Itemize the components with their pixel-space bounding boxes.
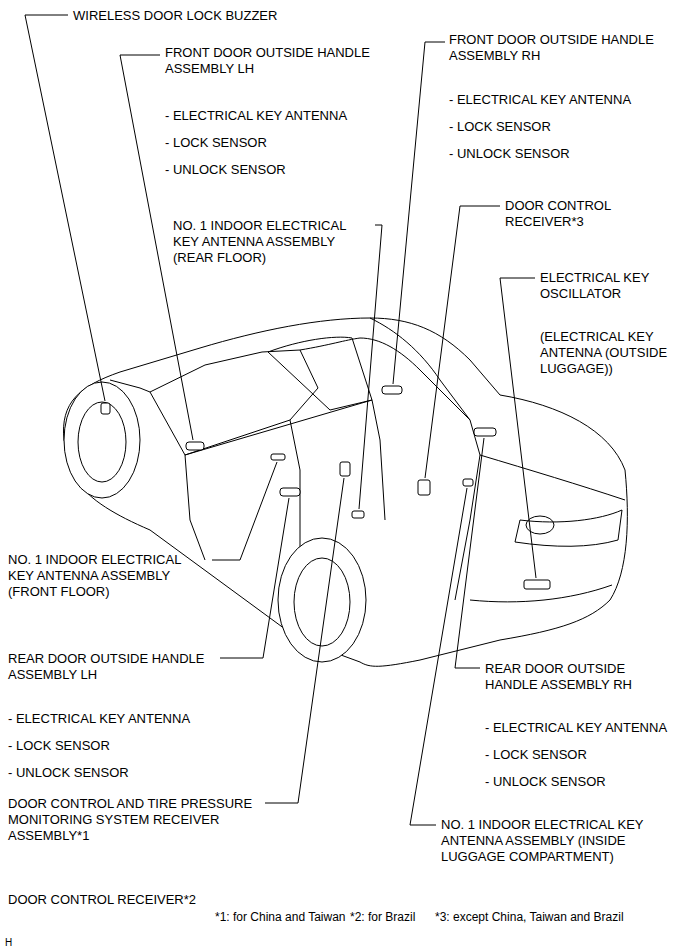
part-label: - UNLOCK SENSOR (485, 774, 606, 790)
handle-symbol (186, 442, 204, 450)
antenna-symbol (352, 511, 364, 518)
part-label: - UNLOCK SENSOR (449, 146, 570, 162)
part-label: - LOCK SENSOR (165, 135, 267, 151)
part-label: - LOCK SENSOR (8, 738, 110, 754)
leader-line (25, 15, 536, 825)
part-label: - ELECTRICAL KEY ANTENNA (8, 711, 190, 727)
part-label: - ELECTRICAL KEY ANTENNA (449, 92, 631, 108)
part-label: REAR DOOR OUTSIDE HANDLE ASSEMBLY LH (8, 651, 234, 683)
receiver-symbol (418, 480, 430, 495)
part-label: DOOR CONTROL AND TIRE PRESSURE MONITORIN… (8, 796, 270, 844)
part-label: ELECTRICAL KEY OSCILLATOR (540, 270, 666, 302)
antenna-symbol (463, 479, 473, 486)
part-label: - ELECTRICAL KEY ANTENNA (485, 720, 667, 736)
handle-symbol (280, 488, 300, 496)
footnote: *3: except China, Taiwan and Brazil (435, 909, 624, 925)
part-label: - LOCK SENSOR (449, 119, 551, 135)
part-label: (ELECTRICAL KEY ANTENNA (OUTSIDE LUGGAGE… (540, 329, 682, 377)
part-label: FRONT DOOR OUTSIDE HANDLE ASSEMBLY RH (449, 32, 681, 64)
footnote: *2: for Brazil (350, 909, 415, 925)
buzzer-symbol (101, 403, 110, 414)
antenna-symbol (271, 454, 285, 460)
handle-symbol (474, 428, 496, 436)
part-label: NO. 1 INDOOR ELECTRICAL KEY ANTENNA ASSE… (173, 218, 363, 266)
part-label: WIRELESS DOOR LOCK BUZZER (73, 8, 277, 24)
handle-symbol (382, 386, 402, 394)
part-label: DOOR CONTROL RECEIVER*3 (505, 198, 637, 230)
receiver-symbol (340, 462, 350, 476)
part-label: - UNLOCK SENSOR (165, 162, 286, 178)
part-label: DOOR CONTROL RECEIVER*2 (8, 892, 196, 908)
part-label: - UNLOCK SENSOR (8, 765, 129, 781)
page-mark: H (5, 935, 12, 951)
oscillator-symbol (524, 580, 550, 589)
part-label: - LOCK SENSOR (485, 747, 587, 763)
part-label: REAR DOOR OUTSIDE HANDLE ASSEMBLY RH (485, 661, 651, 693)
part-label: NO. 1 INDOOR ELECTRICAL KEY ANTENNA ASSE… (8, 552, 198, 600)
part-label: NO. 1 INDOOR ELECTRICAL KEY ANTENNA ASSE… (441, 817, 673, 865)
footnote: *1: for China and Taiwan (215, 909, 346, 925)
part-label: - ELECTRICAL KEY ANTENNA (165, 108, 347, 124)
part-label: FRONT DOOR OUTSIDE HANDLE ASSEMBLY LH (165, 45, 397, 77)
